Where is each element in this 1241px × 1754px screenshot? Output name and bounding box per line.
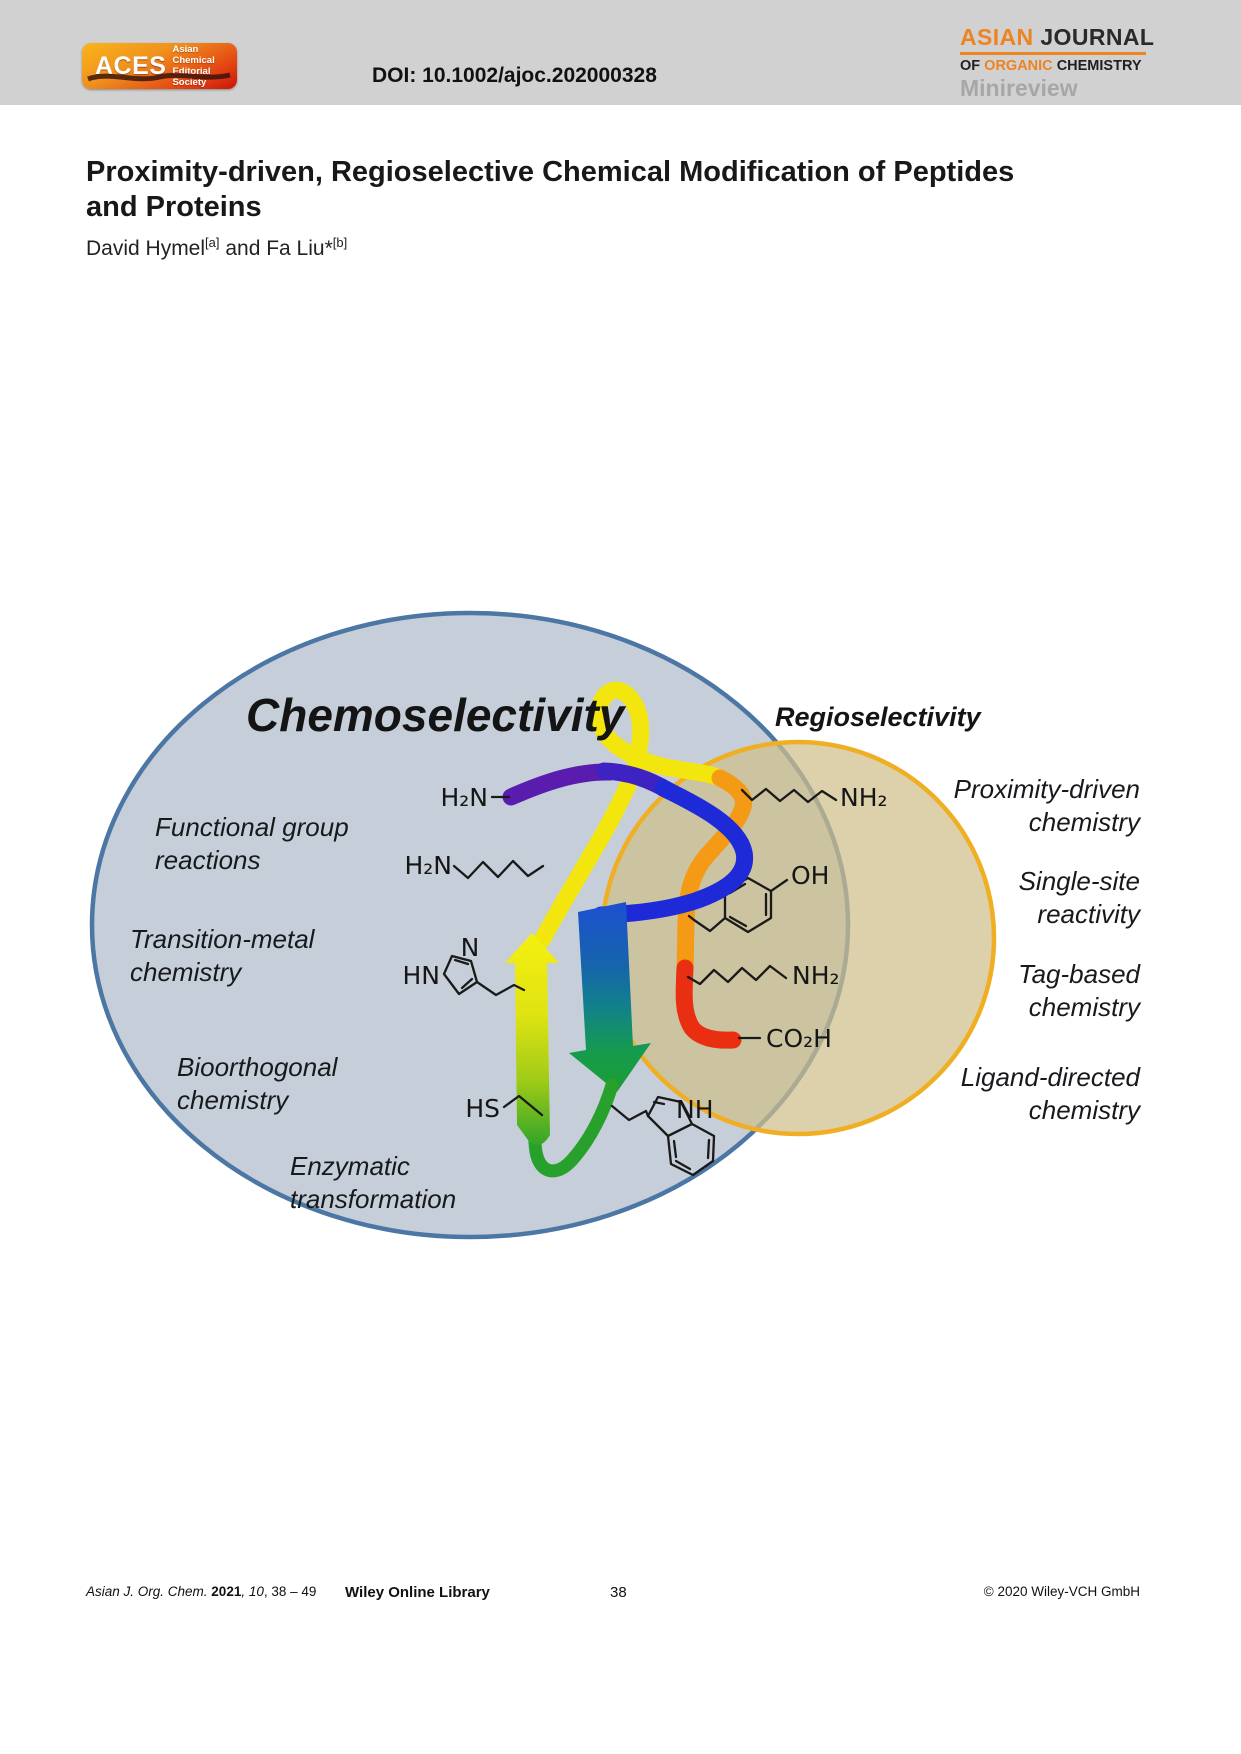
label-tag-based: Tag-based	[1018, 959, 1141, 989]
footer-citation: Asian J. Org. Chem. 2021, 10, 38 – 49	[86, 1584, 316, 1599]
journal-word-of: OF	[960, 58, 981, 74]
author-affiliation-a: [a]	[205, 235, 220, 250]
label-functional-group-2: reactions	[155, 845, 261, 875]
label-hn-imidazole: HN	[403, 961, 441, 990]
cysteine-thiol-bond	[502, 1094, 544, 1117]
label-ligand-directed: Ligand-directed	[961, 1062, 1142, 1092]
label-oh-phenol: OH	[791, 861, 829, 890]
label-functional-group: Functional group	[155, 812, 349, 842]
chemical-group-labels: H₂N H₂N HN N HS NH NH₂ OH NH₂ CO₂H	[403, 783, 888, 1124]
aces-sub-line2: Editorial Society	[172, 66, 211, 88]
label-single-site-2: reactivity	[1037, 899, 1142, 929]
regioselectivity-heading: Regioselectivity	[775, 702, 983, 732]
tryptophan-indole	[610, 1095, 716, 1177]
citation-year: 2021	[207, 1584, 242, 1599]
lysine-chain-left	[452, 859, 545, 880]
footer-copyright: © 2020 Wiley-VCH GmbH	[983, 1584, 1140, 1599]
article-title-line2: and Proteins	[86, 191, 262, 223]
label-bioorthogonal: Bioorthogonal	[177, 1052, 339, 1082]
author-line: David Hymel[a] and Fa Liu*[b]	[86, 235, 348, 261]
lysine-chain-right	[686, 964, 788, 986]
beta-sheet-down-arrow	[569, 902, 651, 1092]
aces-brushstroke-icon	[87, 72, 231, 82]
label-transition-metal-2: chemistry	[130, 957, 243, 987]
label-n-imidazole: N	[461, 933, 480, 962]
graphical-abstract: Chemoselectivity Regioselectivity Functi…	[89, 610, 1142, 1240]
author-name-1: David Hymel	[86, 237, 206, 260]
citation-journal: Asian J. Org. Chem.	[86, 1584, 208, 1599]
author-name-2: and Fa Liu*	[219, 237, 333, 260]
footer-library: Wiley Online Library	[345, 1584, 490, 1601]
author-affiliation-b: [b]	[332, 235, 348, 250]
label-nh2-right: NH₂	[792, 961, 840, 990]
label-enzymatic: Enzymatic	[290, 1151, 410, 1181]
lysine-chain-top	[740, 787, 838, 804]
peptide-ribbon	[502, 681, 838, 1178]
ribbon-yellow-loop	[533, 681, 729, 949]
label-proximity-driven: Proximity-driven	[954, 774, 1140, 804]
chemoselectivity-heading: Chemoselectivity	[246, 689, 627, 741]
regioselectivity-labels: Proximity-driven chemistry Single-site r…	[954, 774, 1142, 1125]
journal-name-line2: OF ORGANIC CHEMISTRY	[960, 59, 1180, 74]
ribbon-blue-tube	[592, 779, 754, 924]
label-transition-metal: Transition-metal	[130, 924, 316, 954]
article-type-label: Minireview	[960, 74, 1078, 101]
journal-word-organic: ORGANIC	[984, 58, 1053, 74]
label-h2n-n-terminus: H₂N	[440, 783, 488, 812]
journal-word-chemistry: CHEMISTRY	[1056, 58, 1142, 74]
ribbon-orange-segment	[676, 769, 752, 977]
aces-sub-line1: Asian Chemical	[172, 44, 215, 66]
chemoselectivity-labels: Functional group reactions Transition-me…	[130, 812, 456, 1214]
histidine-imidazole	[442, 954, 526, 997]
aces-society-logo: ACES Asian Chemical Editorial Society	[82, 43, 237, 89]
journal-word-asian: ASIAN	[960, 24, 1034, 50]
label-tag-based-2: chemistry	[1029, 992, 1142, 1022]
aces-logo-subtitle: Asian Chemical Editorial Society	[172, 44, 237, 88]
journal-word-journal: JOURNAL	[1040, 24, 1155, 50]
article-title-line1: Proximity-driven, Regioselective Chemica…	[86, 156, 1015, 188]
journal-logo: ASIAN JOURNAL OF ORGANIC CHEMISTRY Minir…	[960, 26, 1180, 100]
doi-text: DOI: 10.1002/ajoc.202000328	[372, 64, 657, 87]
regioselectivity-circle	[599, 739, 997, 1137]
label-h2n-lysine: H₂N	[404, 851, 452, 880]
label-co2h: CO₂H	[766, 1024, 832, 1053]
ribbon-red-c-terminus	[675, 959, 742, 1049]
footer-page-number: 38	[610, 1584, 627, 1601]
citation-pages: , 38 – 49	[263, 1584, 317, 1599]
label-proximity-driven-2: chemistry	[1029, 807, 1142, 837]
label-bioorthogonal-2: chemistry	[177, 1085, 290, 1115]
label-nh2-top: NH₂	[840, 783, 888, 812]
label-nh-indole: NH	[676, 1095, 714, 1124]
citation-volume: , 10	[241, 1584, 264, 1599]
label-single-site: Single-site	[1019, 866, 1140, 896]
journal-logo-rule	[960, 52, 1146, 55]
article-title: Proximity-driven, Regioselective Chemica…	[86, 155, 1066, 225]
label-enzymatic-2: transformation	[290, 1184, 456, 1214]
label-hs-thiol: HS	[465, 1094, 500, 1123]
label-ligand-directed-2: chemistry	[1029, 1095, 1142, 1125]
journal-name-line1: ASIAN JOURNAL	[960, 26, 1180, 49]
